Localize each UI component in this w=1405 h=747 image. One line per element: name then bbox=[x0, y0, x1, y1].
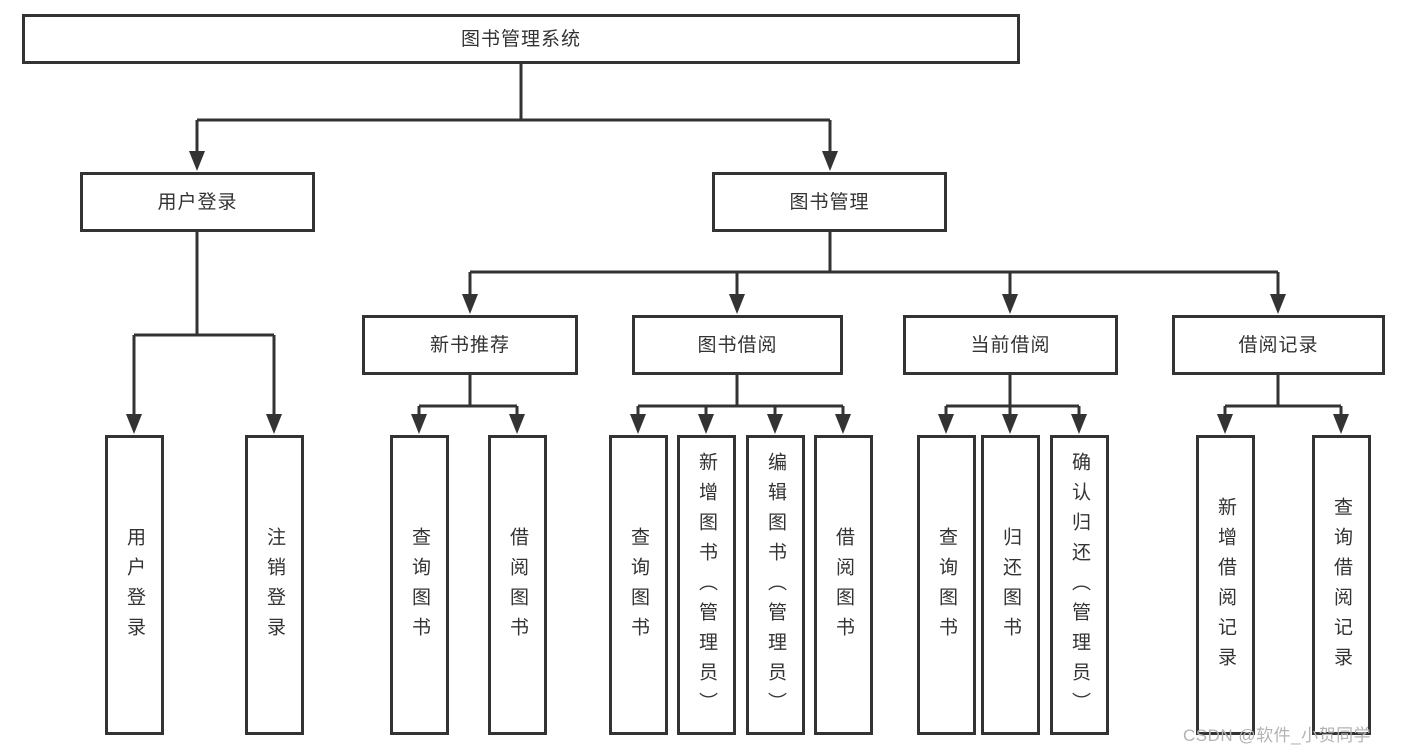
node-borrow-books-leaf: 借阅图书 bbox=[814, 435, 873, 735]
node-book-management: 图书管理 bbox=[712, 172, 947, 232]
node-add-borrow-record: 新增借阅记录 bbox=[1196, 435, 1255, 735]
node-borrow-books-recommend: 借阅图书 bbox=[488, 435, 547, 735]
node-query-books-borrow: 查询图书 bbox=[609, 435, 668, 735]
node-query-books-current: 查询图书 bbox=[917, 435, 976, 735]
node-user-login: 用户登录 bbox=[80, 172, 315, 232]
node-new-book-recommend: 新书推荐 bbox=[362, 315, 578, 375]
node-borrowing-records: 借阅记录 bbox=[1172, 315, 1385, 375]
watermark-text: CSDN @软件_小贺同学 bbox=[1183, 726, 1372, 745]
node-query-books-recommend: 查询图书 bbox=[390, 435, 449, 735]
node-add-books-admin: 新增图书（管理员） bbox=[677, 435, 736, 735]
node-edit-books-admin: 编辑图书（管理员） bbox=[746, 435, 805, 735]
node-root: 图书管理系统 bbox=[22, 14, 1020, 64]
node-user-login-leaf: 用户登录 bbox=[105, 435, 164, 735]
node-book-borrowing: 图书借阅 bbox=[632, 315, 843, 375]
node-confirm-return-admin: 确认归还（管理员） bbox=[1050, 435, 1109, 735]
node-logout-leaf: 注销登录 bbox=[245, 435, 304, 735]
node-query-borrow-record: 查询借阅记录 bbox=[1312, 435, 1371, 735]
node-return-books: 归还图书 bbox=[981, 435, 1040, 735]
node-current-borrowing: 当前借阅 bbox=[903, 315, 1118, 375]
